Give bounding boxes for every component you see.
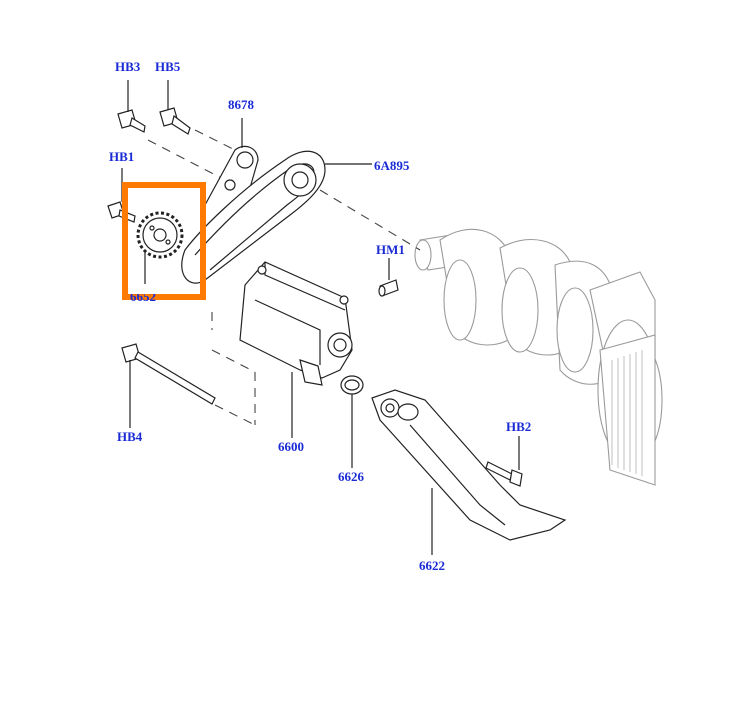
callout-8678: 8678 — [228, 97, 254, 112]
dowel-hm1 — [378, 258, 399, 297]
o-ring-6626 — [340, 375, 364, 468]
callout-6622: 6622 — [419, 558, 445, 573]
callout-hb1: HB1 — [109, 149, 135, 164]
timing-chain-6a895 — [181, 150, 372, 284]
bolt-hb3 — [117, 80, 146, 133]
oil-pump-6600 — [239, 261, 353, 438]
sprocket-6652 — [136, 211, 184, 284]
callout-6a895: 6A895 — [374, 158, 410, 173]
callout-hb2: HB2 — [506, 419, 532, 434]
callout-hb3: HB3 — [115, 59, 141, 74]
bolt-hb5 — [159, 80, 191, 135]
callout-hm1: HM1 — [376, 242, 405, 257]
bolt-hb2 — [485, 436, 523, 487]
bolt-hb4 — [121, 343, 216, 428]
highlight-box — [122, 182, 206, 300]
callout-hb5: HB5 — [155, 59, 181, 74]
crankshaft-illustration — [414, 228, 663, 486]
callout-6600: 6600 — [278, 439, 304, 454]
bolt-hb1 — [107, 168, 136, 223]
callout-hb4: HB4 — [117, 429, 143, 444]
oil-pickup-6622 — [371, 389, 567, 555]
callout-6652: 6652 — [130, 289, 156, 304]
callout-6626: 6626 — [338, 469, 364, 484]
